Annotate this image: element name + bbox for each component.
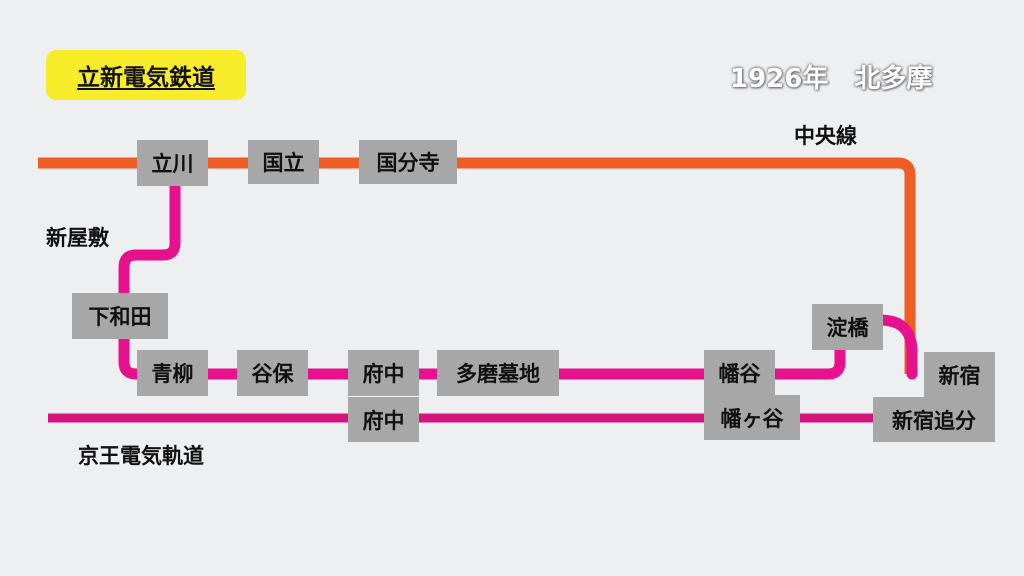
station-hatagaya-keio[interactable]: 幡ヶ谷 (704, 395, 800, 440)
station-kokubunji[interactable]: 国分寺 (359, 140, 457, 184)
station-shimowada[interactable]: 下和田 (72, 293, 168, 339)
section-label-shinyashiki: 新屋敷 (46, 226, 109, 250)
station-kunitachi[interactable]: 国立 (248, 140, 319, 184)
station-shinjuku[interactable]: 新宿 (924, 352, 995, 398)
station-tachikawa[interactable]: 立川 (137, 140, 208, 186)
station-shinjuku-oiwake[interactable]: 新宿追分 (873, 397, 995, 442)
keio-line-label: 京王電気軌道 (78, 444, 204, 468)
chuo-line (38, 157, 916, 374)
station-yaho[interactable]: 谷保 (237, 350, 308, 396)
year-region-label: 1926年 北多摩 (730, 64, 933, 94)
chuo-line-label: 中央線 (794, 124, 857, 148)
station-fuchu-keio[interactable]: 府中 (348, 397, 419, 442)
station-aoyagi[interactable]: 青柳 (137, 350, 208, 396)
tachishin-line (118, 179, 918, 380)
station-fuchu-tachishin[interactable]: 府中 (348, 350, 419, 396)
title-badge: 立新電気鉄道 (46, 50, 246, 100)
map-title: 立新電気鉄道 (77, 65, 215, 91)
station-yodobashi[interactable]: 淀橋 (812, 304, 883, 350)
station-tama-bochi[interactable]: 多磨墓地 (437, 350, 559, 396)
station-hatagaya[interactable]: 幡谷 (704, 350, 775, 396)
